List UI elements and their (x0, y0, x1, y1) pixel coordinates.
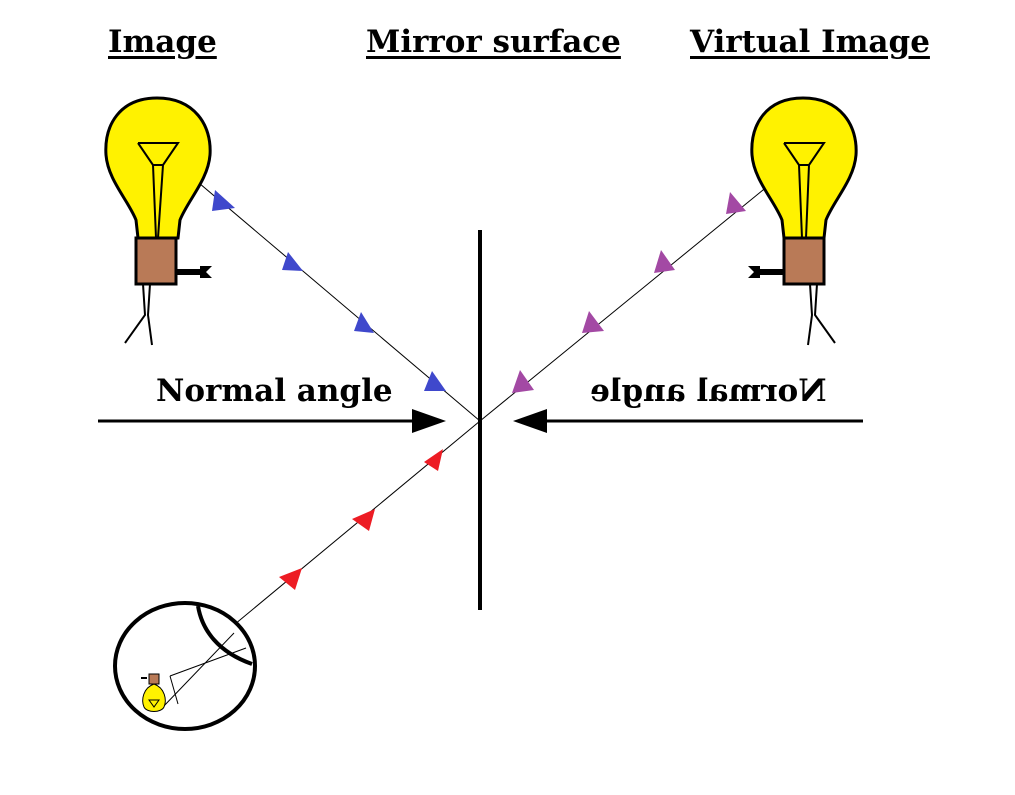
heading-image: Image (108, 24, 217, 60)
virtual-ray-arrow (726, 192, 746, 214)
arrow-left-icon (513, 409, 547, 433)
reflected-ray-arrow (424, 449, 443, 471)
virtual-ray-arrow (582, 311, 604, 333)
heading-mirror-surface: Mirror surface (366, 24, 621, 60)
incident-ray-arrow (424, 371, 446, 391)
light-bulb-icon (104, 96, 212, 346)
reflected-ray-arrow (352, 509, 375, 531)
mirrored-light-bulb-icon (748, 96, 858, 346)
reflected-ray-arrow (279, 568, 302, 590)
incident-ray (159, 149, 481, 422)
incident-ray-arrow (212, 190, 235, 211)
incident-ray-arrow (282, 252, 303, 271)
normal-angle-label: Normal angle (156, 373, 393, 409)
virtual-ray (479, 149, 813, 422)
retina-bulb-icon (141, 673, 166, 712)
arrow-right-icon (412, 409, 446, 433)
incident-ray-arrow (354, 312, 374, 333)
heading-virtual-image: Virtual Image (690, 24, 930, 60)
virtual-ray-arrow (654, 250, 675, 273)
virtual-ray-arrow (512, 370, 534, 393)
eye-icon (113, 601, 257, 731)
